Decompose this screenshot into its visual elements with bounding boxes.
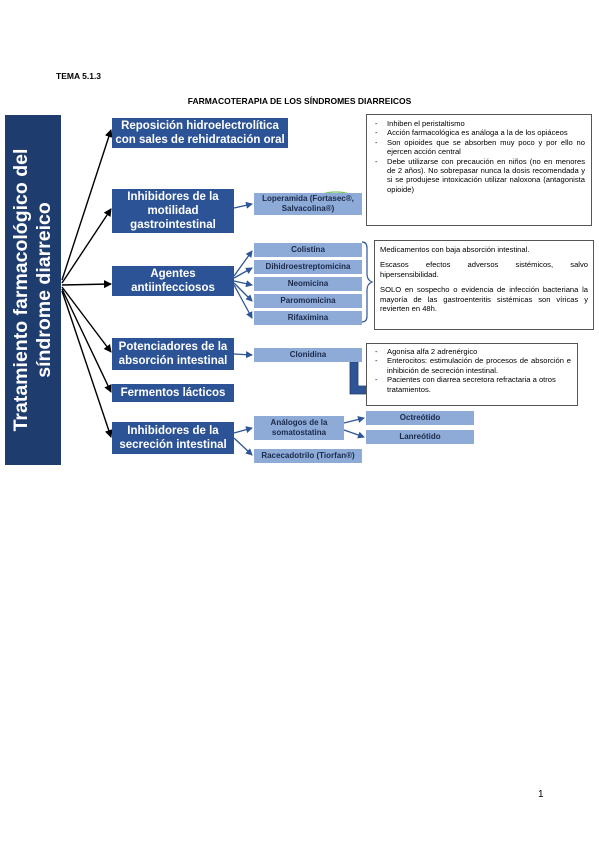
side-title: Tratamiento farmacológico del síndrome d… [5, 115, 61, 465]
side-title-bar: Tratamiento farmacológico del síndrome d… [5, 115, 61, 465]
side-title-line2: síndrome diarreico [33, 202, 55, 378]
drug-rifaximina: Rifaximina [254, 311, 362, 325]
side-title-line1: Tratamiento farmacológico del [10, 148, 32, 432]
note-motility-item: Inhiben el peristaltismo [371, 119, 585, 129]
note-motility: Inhiben el peristaltismo Acción farmacol… [366, 114, 592, 226]
page-title: FARMACOTERAPIA DE LOS SÍNDROMES DIARREIC… [187, 96, 412, 106]
category-secretion-inhibitors: Inhibidores de la secreción intestinal [112, 422, 234, 454]
drug-colistina: Colistina [254, 243, 362, 257]
arrow-to-rehydration [61, 129, 113, 281]
category-lactic-ferments: Fermentos lácticos [112, 384, 234, 402]
category-rehydration: Reposición hidroelectrolítica con sales … [112, 118, 288, 148]
drug-paromomicina: Paromomicina [254, 294, 362, 308]
category-motility-inhibitors: Inhibidores de la motilidad gastrointest… [112, 189, 234, 233]
drug-clonidina: Clonidina [254, 348, 362, 362]
arrow-to-lactic [61, 288, 112, 393]
page-number: 1 [538, 789, 544, 800]
drug-somatostatin-analogs: Análogos de la somatostatina [254, 416, 344, 440]
arrow-to-antiinfectives [61, 280, 112, 289]
arrow-to-motility [61, 208, 112, 284]
drug-loperamida: Loperamida (Fortasec®, Salvacolina®) [254, 193, 362, 215]
arrow-to-absorption [61, 286, 112, 353]
drug-neomicina: Neomicina [254, 277, 362, 291]
note-motility-item: Debe utilizarse con precaución en niños … [371, 157, 585, 195]
drug-racecadotrilo: Racecadotrilo (Tiorfan®) [254, 449, 362, 463]
bracket [361, 241, 374, 323]
drug-dihidroestreptomicina: Dihidroestreptomicina [254, 260, 362, 274]
note-antiinfectives-text: Escasos efectos adversos sistémicos, sal… [380, 260, 588, 279]
category-antiinfectives: Agentes antiinfecciosos [112, 266, 234, 296]
note-motility-item: Acción farmacológica es análoga a la de … [371, 128, 585, 138]
category-absorption-enhancers: Potenciadores de la absorción intestinal [112, 338, 234, 370]
note-clonidine-item: Pacientes con diarrea secretora refracta… [371, 375, 571, 394]
note-antiinfectives-text: Medicamentos con baja absorción intestin… [380, 245, 530, 254]
note-clonidine-item: Enterocitos: estimulación de procesos de… [371, 356, 571, 375]
note-motility-item: Son opioides que se absorben muy poco y … [371, 138, 585, 157]
note-clonidine: Agonisa alfa 2 adrenérgico Enterocitos: … [366, 343, 578, 406]
drug-octreotido: Octreótido [366, 411, 474, 425]
arrow-to-secretion [61, 290, 113, 438]
note-clonidine-item: Agonisa alfa 2 adrenérgico [371, 347, 571, 357]
note-antiinfectives: Medicamentos con baja absorción intestin… [374, 240, 594, 330]
drug-lanreotido: Lanreótido [366, 430, 474, 444]
note-antiinfectives-text: SOLO en sospecho o evidencia de infecció… [380, 285, 588, 314]
topic-code: TEMA 5.1.3 [56, 71, 102, 81]
